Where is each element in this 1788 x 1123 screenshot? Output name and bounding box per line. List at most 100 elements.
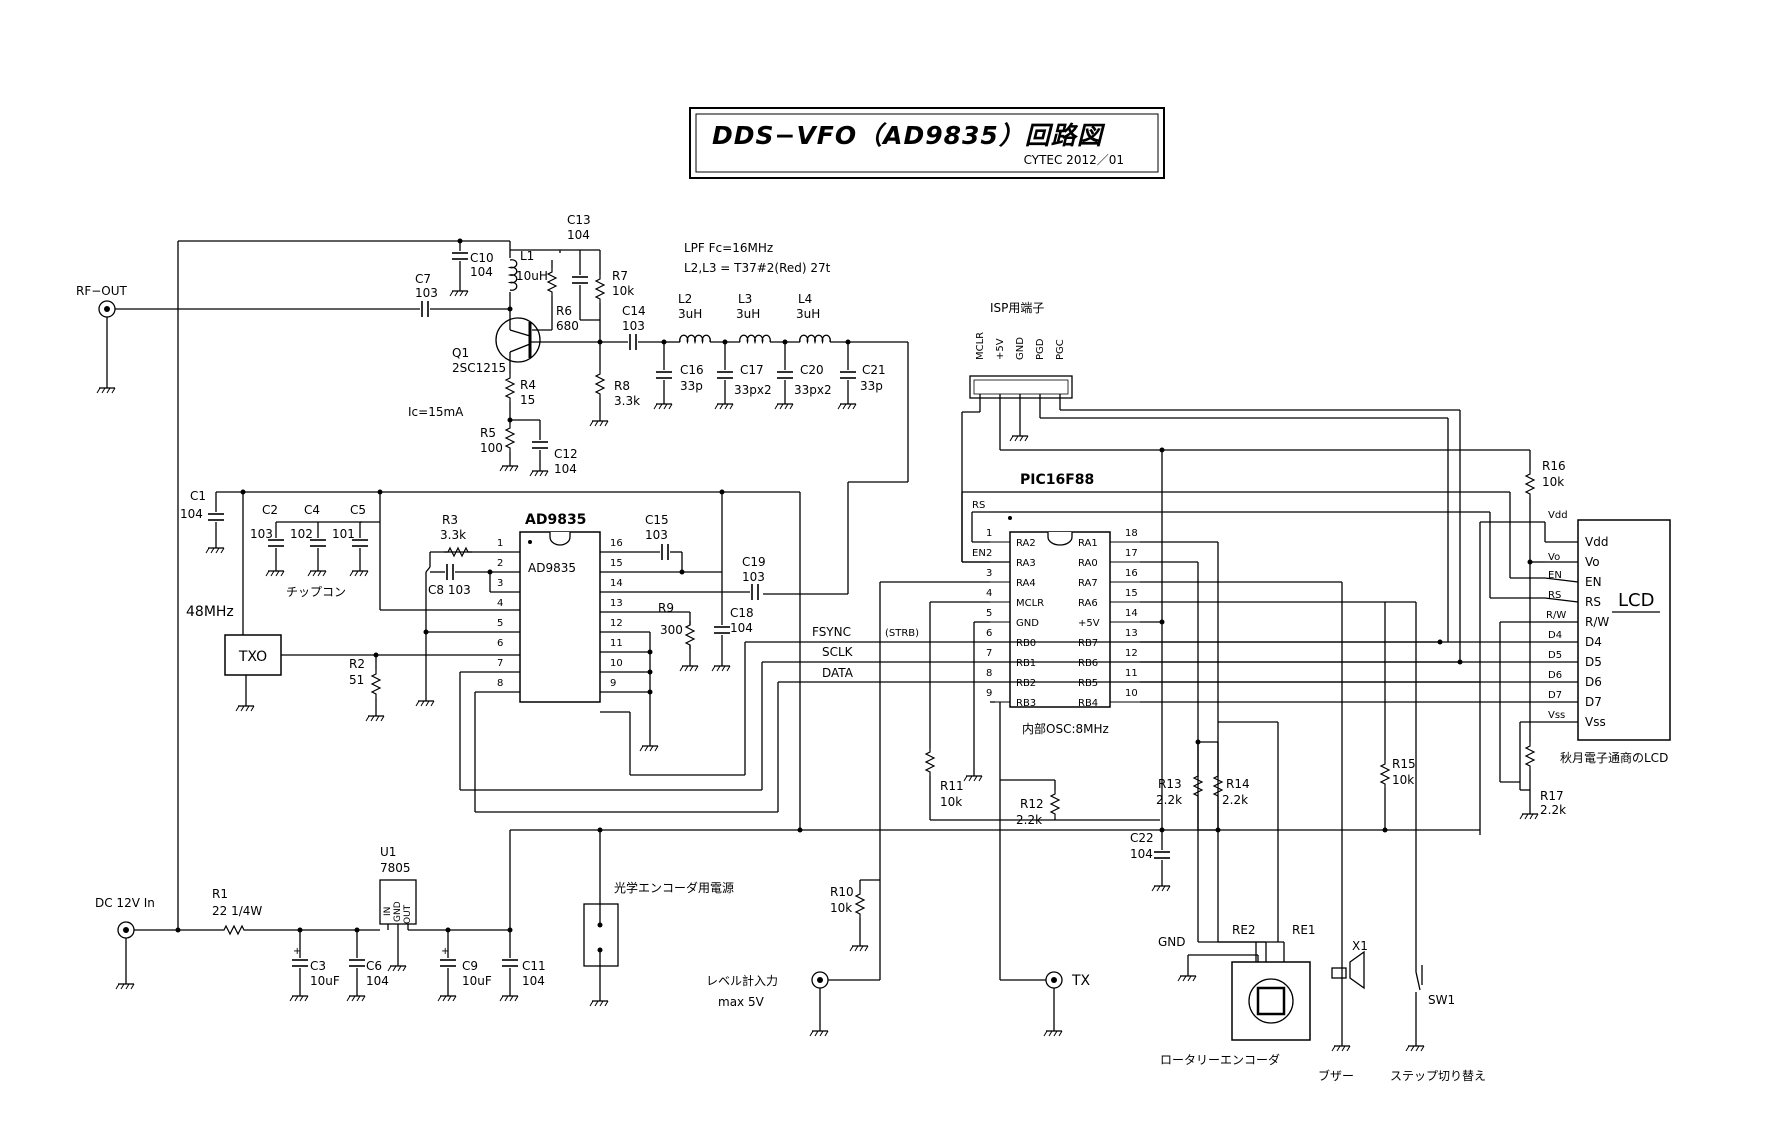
c19-name: C19 <box>742 555 766 569</box>
c1-name: C1 <box>190 489 206 503</box>
c15-value: 103 <box>645 528 668 542</box>
pic-title: PIC16F88 <box>1020 472 1094 488</box>
c20-name: C20 <box>800 363 824 377</box>
title-block: DDS−VFO（AD9835）回路図 CYTEC 2012／01 <box>689 107 1165 179</box>
isp-pin-gnd: GND <box>1015 337 1026 360</box>
c8-label: C8 103 <box>428 583 471 597</box>
pic-pin-10: 10 <box>1125 688 1138 699</box>
u1-value: 7805 <box>380 861 411 875</box>
pic-rb3: RB3 <box>1016 698 1036 709</box>
c22-value: 104 <box>1130 847 1153 861</box>
c17-value: 33px2 <box>734 383 772 397</box>
l3-name: L3 <box>738 292 752 306</box>
c3-plus: + <box>293 946 301 957</box>
c17-name: C17 <box>740 363 764 377</box>
rotary-label: ロータリーエンコーダ <box>1160 1052 1280 1067</box>
l3-value: 3uH <box>736 307 760 321</box>
l4-name: L4 <box>798 292 812 306</box>
title-main: DDS−VFO（AD9835）回路図 <box>712 121 1106 150</box>
r9-name: R9 <box>658 601 674 615</box>
rf-out-label: RF−OUT <box>76 284 128 298</box>
pic-ra7: RA7 <box>1078 578 1098 589</box>
c5-value: 101 <box>332 527 355 541</box>
power-supply: DC 12V In R1 22 1/4W + C3 10uF C6 104 U1… <box>95 827 1480 1037</box>
pic-pin-16: 16 <box>1125 568 1138 579</box>
ad-pin-3: 3 <box>497 578 503 589</box>
pic-5v: +5V <box>1078 618 1100 629</box>
c6-value: 104 <box>366 974 389 988</box>
l2-name: L2 <box>678 292 692 306</box>
lcd-pin-en: EN <box>1585 575 1602 589</box>
strb-label: (STRB) <box>885 628 919 639</box>
r3-value: 3.3k <box>440 528 466 542</box>
lcd-source-note: 秋月電子通商のLCD <box>1560 750 1668 765</box>
ad-pin-7: 7 <box>497 658 503 669</box>
re1-label: RE1 <box>1292 923 1316 937</box>
u1-pin-in: IN <box>383 907 393 916</box>
title-credit: CYTEC 2012／01 <box>1024 153 1124 167</box>
c2-name: C2 <box>262 503 278 517</box>
u1-pin-gnd: GND <box>393 901 403 922</box>
txo-label: TXO <box>238 649 267 665</box>
pic-rb7: RB7 <box>1078 638 1098 649</box>
pic-pin-18: 18 <box>1125 528 1138 539</box>
pic-rb2: RB2 <box>1016 678 1036 689</box>
lcd-pin-d5: D5 <box>1585 655 1602 669</box>
c9-name: C9 <box>462 959 478 973</box>
ad-pin-11: 11 <box>610 638 623 649</box>
rf-amp-section: RF−OUT C7 103 C10 104 L1 10uH <box>76 213 665 930</box>
r15-name: R15 <box>1392 757 1416 771</box>
c3-name: C3 <box>310 959 326 973</box>
l1-value: 10uH <box>516 269 548 283</box>
rs-wire-label: RS <box>972 500 985 511</box>
c12-value: 104 <box>554 462 577 476</box>
isp-pin-mclr: MCLR <box>975 332 986 360</box>
internal-osc-note: 内部OSC:8MHz <box>1022 721 1109 736</box>
lcd-pin-vo: Vo <box>1585 555 1600 569</box>
q1-name: Q1 <box>452 346 469 360</box>
c18-value: 104 <box>730 621 753 635</box>
r17-value: 2.2k <box>1540 803 1566 817</box>
r7-value: 10k <box>612 284 634 298</box>
r7-name: R7 <box>612 269 628 283</box>
r17-name: R17 <box>1540 789 1564 803</box>
pic-pin-8: 8 <box>986 668 992 679</box>
c7-value: 103 <box>415 286 438 300</box>
r14-value: 2.2k <box>1222 793 1248 807</box>
pic-pin-5: 5 <box>986 608 992 619</box>
pic-gnd: GND <box>1016 618 1039 629</box>
r9-value: 300 <box>660 623 683 637</box>
r6-value: 680 <box>556 319 579 333</box>
r10-value: 10k <box>830 901 852 915</box>
x1-label: X1 <box>1352 939 1368 953</box>
c3-value: 10uF <box>310 974 340 988</box>
ic-note: Ic=15mA <box>408 405 464 419</box>
c11-value: 104 <box>522 974 545 988</box>
c6-name: C6 <box>366 959 382 973</box>
r15-value: 10k <box>1392 773 1414 787</box>
optical-power-label: 光学エンコーダ用電源 <box>614 880 734 895</box>
c19-value: 103 <box>742 570 765 584</box>
pic-rb6: RB6 <box>1078 658 1098 669</box>
lcd-pin-vss: Vss <box>1585 715 1606 729</box>
buzzer-switch: X1 ブザー SW1 ステップ切り替え <box>1318 939 1486 1083</box>
c15-name: C15 <box>645 513 669 527</box>
u1-pin-out: OUT <box>403 904 413 924</box>
pic-pin-2: 2 <box>986 548 992 559</box>
ad-pin-16: 16 <box>610 538 623 549</box>
l1-name: L1 <box>520 249 534 263</box>
c2-value: 103 <box>250 527 273 541</box>
lcd-wire-d5: D5 <box>1548 650 1562 661</box>
isp-connector: ISP用端子 MCLR +5V GND PGD PGC <box>961 301 1508 665</box>
pic-pin-13: 13 <box>1125 628 1138 639</box>
c4-value: 102 <box>290 527 313 541</box>
r2-name: R2 <box>349 657 365 671</box>
r11-value: 10k <box>940 795 962 809</box>
lcd-wire-en: EN <box>1548 570 1562 581</box>
lcd-wire-d4: D4 <box>1548 630 1562 641</box>
r11-name: R11 <box>940 779 964 793</box>
r3-name: R3 <box>442 513 458 527</box>
ad-pin-5: 5 <box>497 618 503 629</box>
fsync-label: FSYNC <box>812 625 851 639</box>
